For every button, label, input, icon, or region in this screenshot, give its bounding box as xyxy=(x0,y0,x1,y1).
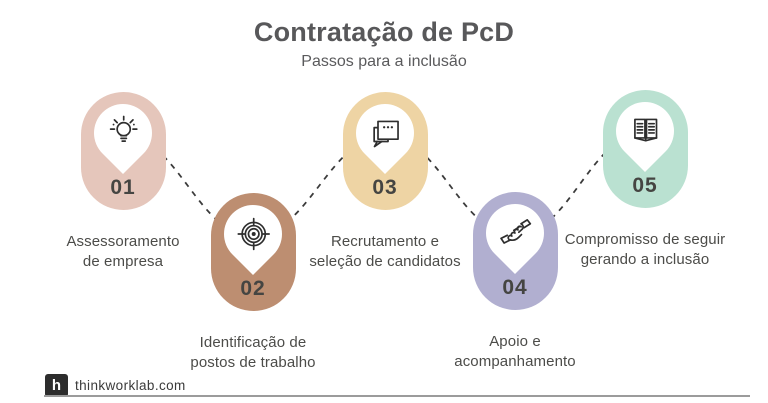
step-2-number: 02 xyxy=(240,277,266,300)
step-2-capsule: 02 xyxy=(210,192,296,311)
step-1-number: 01 xyxy=(110,176,136,199)
open-book-icon xyxy=(627,113,664,150)
step-3-label: Recrutamento e seleção de candidatos xyxy=(309,233,461,270)
step-3-number: 03 xyxy=(372,176,398,199)
step-1-label: Assessoramento de empresa xyxy=(66,233,180,270)
lightbulb-icon xyxy=(105,115,142,152)
step-5: 05 Compromisso de seguir gerando a inclu… xyxy=(555,89,735,270)
step-1: 01 Assessoramento de empresa xyxy=(33,91,213,272)
step-1-pin xyxy=(81,91,165,175)
chat-icon xyxy=(367,115,404,152)
step-1-capsule: 01 xyxy=(80,91,166,210)
step-4-label: Apoio e acompanhamento xyxy=(454,333,576,370)
step-4-number: 04 xyxy=(502,276,528,299)
handshake-icon xyxy=(497,215,534,252)
page-title: Contratação de PcD xyxy=(253,17,515,47)
step-5-label: Compromisso de seguir gerando a inclusão xyxy=(564,231,726,268)
page-subtitle: Passos para a inclusão xyxy=(301,53,467,70)
step-2-label: Identificação de postos de trabalho xyxy=(190,334,316,371)
step-5-capsule: 05 xyxy=(602,89,688,208)
step-2: 02 Identificação de postos de trabalho xyxy=(163,192,343,373)
header: Contratação de PcD Passos para a inclusã… xyxy=(0,17,768,71)
step-3-capsule: 03 xyxy=(342,91,428,210)
step-4-capsule: 04 xyxy=(472,191,558,310)
step-4: 04 Apoio e acompanhamento xyxy=(425,191,605,372)
step-2-pin xyxy=(211,192,295,276)
step-5-number: 05 xyxy=(632,174,658,197)
target-icon xyxy=(235,216,272,253)
step-4-pin xyxy=(473,191,557,275)
step-5-pin xyxy=(603,89,687,173)
step-3: 03 Recrutamento e seleção de candidatos xyxy=(295,91,475,272)
step-3-pin xyxy=(343,91,427,175)
